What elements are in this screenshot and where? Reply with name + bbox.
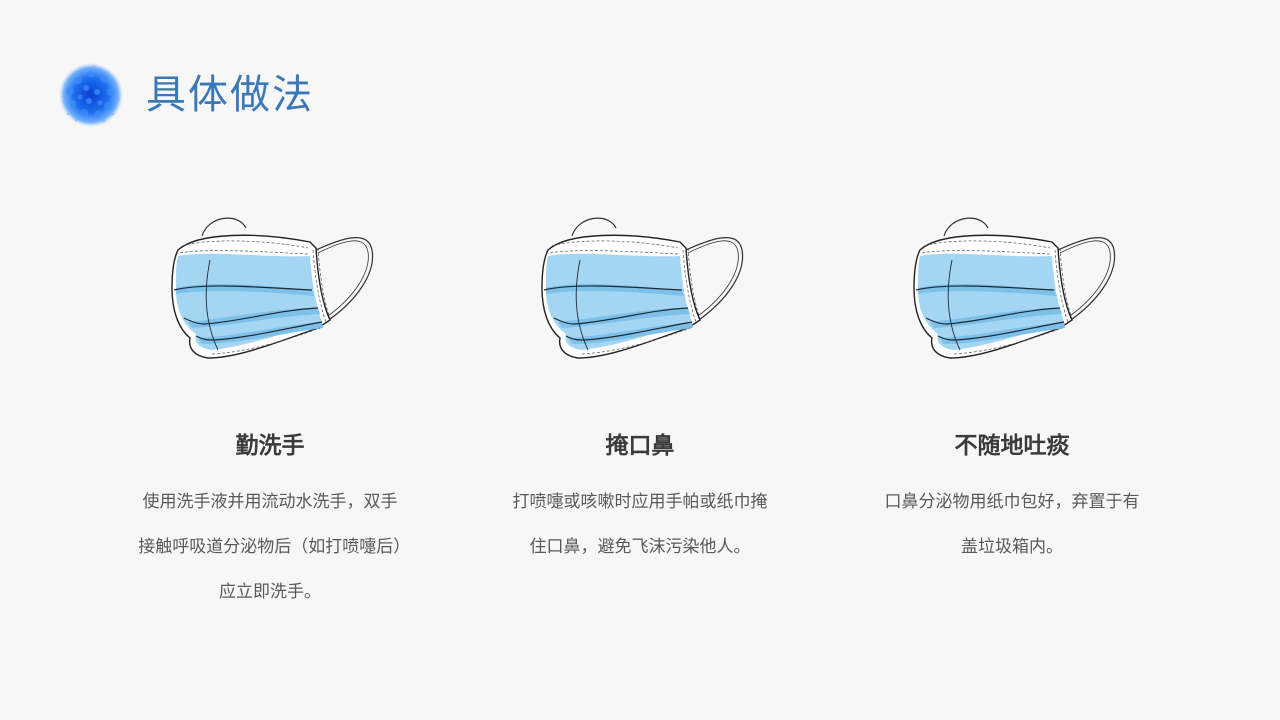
- face-mask-icon: [913, 217, 1116, 359]
- face-mask-icon: [541, 217, 744, 359]
- tip-title: 不随地吐痰: [954, 433, 1070, 459]
- tip-card-wash-hands: 勤洗手 使用洗手液并用流动水洗手，双手接触呼吸道分泌物后（如打喷嚏后）应立即洗手…: [105, 210, 435, 615]
- tip-description: 打喷嚏或咳嗽时应用手帕或纸巾掩住口鼻，避免飞沫污染他人。: [512, 492, 768, 557]
- face-mask-icon: [171, 217, 374, 359]
- tip-card-no-spitting: 不随地吐痰 口鼻分泌物用纸巾包好，弃置于有盖垃圾箱内。: [847, 210, 1177, 570]
- virus-icon: [59, 63, 123, 127]
- tip-description: 口鼻分泌物用纸巾包好，弃置于有盖垃圾箱内。: [884, 492, 1140, 557]
- tip-title: 掩口鼻: [605, 433, 675, 459]
- tip-title: 勤洗手: [235, 433, 305, 459]
- tip-description: 使用洗手液并用流动水洗手，双手接触呼吸道分泌物后（如打喷嚏后）应立即洗手。: [138, 492, 402, 602]
- tip-card-cover-mouth-nose: 掩口鼻 打喷嚏或咳嗽时应用手帕或纸巾掩住口鼻，避免飞沫污染他人。: [475, 210, 805, 570]
- header: 具体做法: [58, 62, 314, 128]
- page-title: 具体做法: [146, 72, 314, 118]
